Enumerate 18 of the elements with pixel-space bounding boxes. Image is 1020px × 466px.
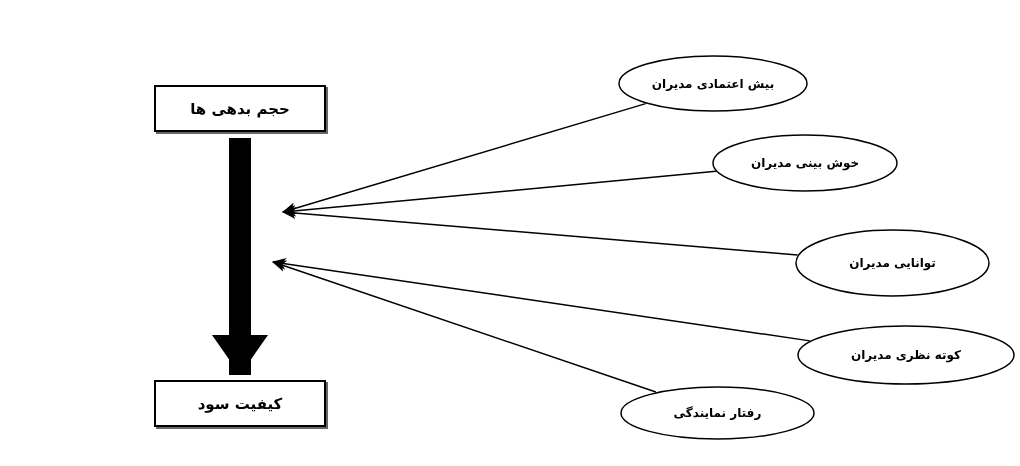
node-label: کیفیت سود: [197, 394, 283, 413]
factor-ellipse: [797, 325, 1015, 385]
arrow: [282, 207, 799, 256]
node-label: حجم بدهی ها: [190, 99, 290, 118]
factor-ellipse: [712, 134, 898, 192]
factor-ellipse: [618, 55, 808, 112]
arrow: [282, 170, 717, 217]
node-label: کوته نظری مدیران: [851, 348, 961, 362]
thick-arrow: [212, 138, 268, 375]
process-box: [154, 85, 326, 132]
node-label: رفتار نمایندگی: [673, 406, 762, 420]
factor-ellipse: [795, 229, 990, 297]
node-label: خوش بینی مدیران: [750, 156, 860, 170]
process-box: [154, 380, 326, 427]
arrow: [272, 260, 657, 393]
node-label: بیش اعتمادی مدیران: [651, 76, 775, 91]
factor-ellipse: [620, 386, 815, 440]
node-label: توانایی مدیران: [849, 256, 936, 270]
